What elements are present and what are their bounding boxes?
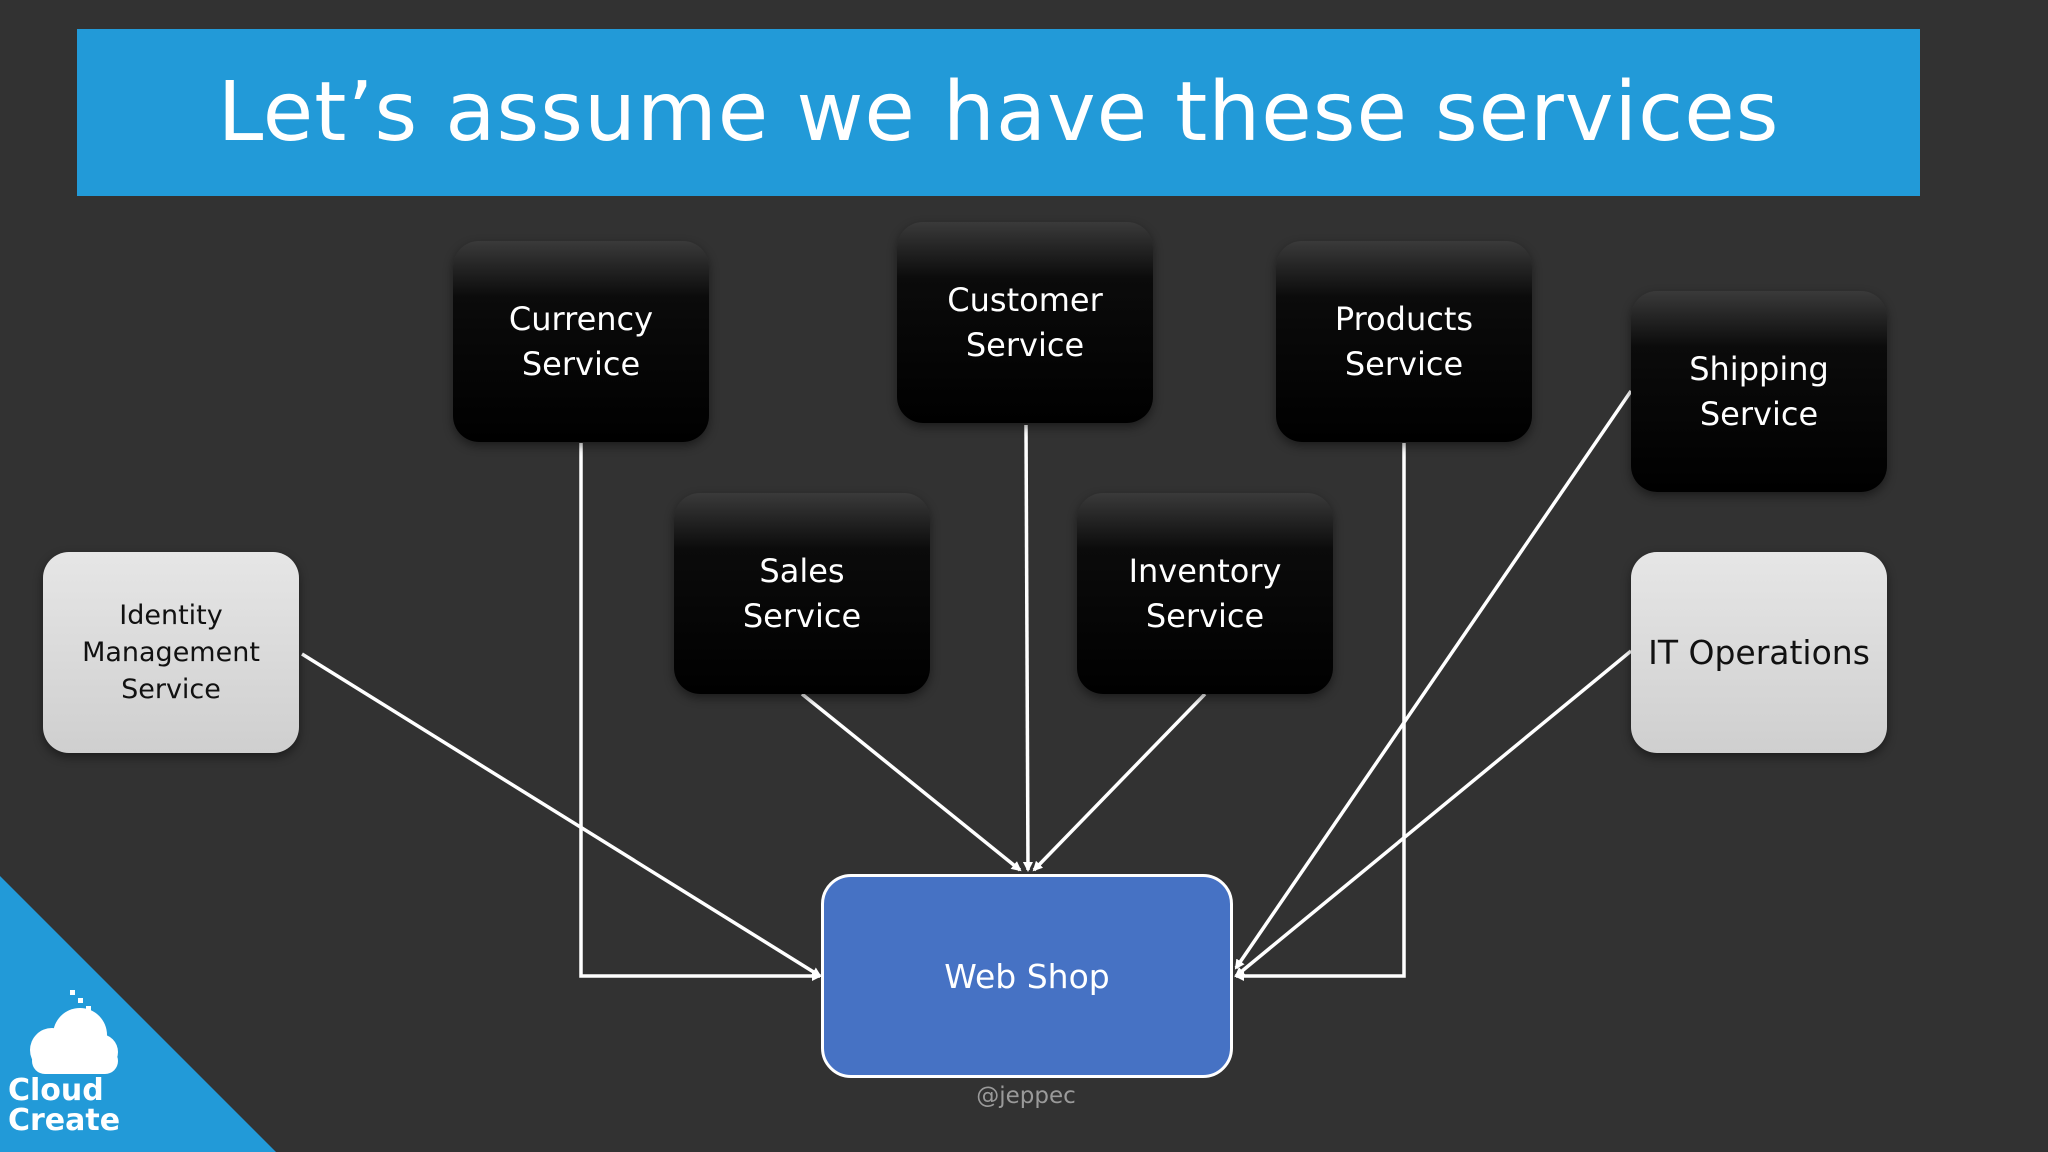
link-sales (800, 692, 1022, 872)
link-identity (301, 652, 822, 978)
inventory-service-node: Inventory Service (1077, 493, 1333, 694)
sales-service-node: Sales Service (674, 493, 930, 694)
currency-service-node: Currency Service (453, 241, 709, 442)
customer-service-node: Customer Service (897, 222, 1153, 423)
link-currency (579, 443, 822, 981)
link-products (1234, 443, 1406, 981)
it-operations-node: IT Operations (1631, 552, 1887, 753)
identity-management-node: Identity Management Service (43, 552, 299, 753)
author-handle: @jeppec (976, 1083, 1076, 1109)
web-shop-label: Web Shop (944, 956, 1110, 996)
link-customer (1022, 424, 1033, 872)
logo-wordmark: Cloud Create (8, 1073, 121, 1138)
cloud-icon (30, 990, 118, 1074)
shipping-service-node: Shipping Service (1631, 291, 1887, 492)
inventory-service-label: Inventory Service (1128, 551, 1282, 635)
title-banner: Let’s assume we have these services (77, 29, 1920, 196)
customer-service-label: Customer Service (947, 280, 1103, 364)
identity-management-label: Identity Management Service (82, 600, 260, 705)
link-inventory (1032, 692, 1207, 872)
sales-service-label: Sales Service (742, 551, 862, 635)
currency-service-label: Currency Service (508, 299, 654, 383)
products-service-label: Products Service (1334, 299, 1474, 383)
link-it-operations (1234, 649, 1633, 978)
slide-title: Let’s assume we have these services (217, 65, 1780, 160)
link-shipping (1234, 390, 1633, 970)
web-shop-node: Web Shop (821, 874, 1233, 1078)
shipping-service-label: Shipping Service (1689, 349, 1829, 433)
it-operations-label: IT Operations (1648, 632, 1870, 672)
products-service-node: Products Service (1276, 241, 1532, 442)
